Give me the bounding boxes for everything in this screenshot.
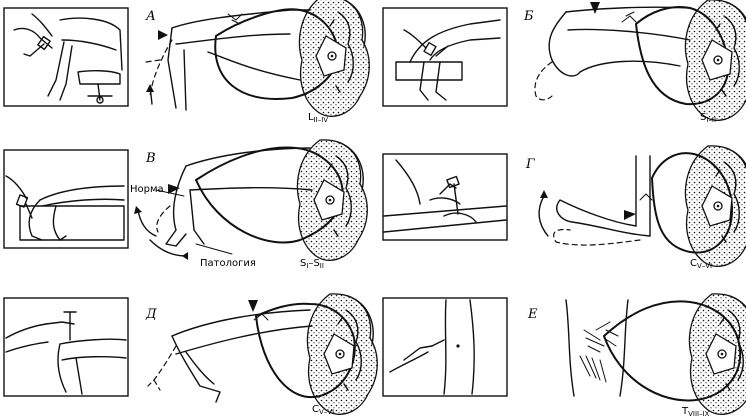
panel-g-spinal-cord bbox=[684, 145, 746, 268]
panel-a-scene bbox=[13, 13, 123, 104]
panel-a-photo-frame bbox=[3, 7, 129, 107]
panel-a-spinal-cord bbox=[298, 0, 370, 118]
panel-e-letter: Е bbox=[527, 307, 538, 322]
panel-b-letter: Б bbox=[523, 9, 534, 24]
panel-v-segment: SI–SII bbox=[300, 258, 324, 270]
panel-g-hammer-marker bbox=[624, 210, 636, 220]
panel-d-segment: CV–VI bbox=[312, 404, 334, 416]
panel-v-spinal-cord bbox=[296, 139, 368, 262]
panel-b-photo-frame bbox=[382, 7, 508, 107]
panel-b-segment: SI–II bbox=[700, 112, 716, 124]
panel-e-segment: TVIII–IX bbox=[681, 406, 710, 418]
panel-a-hammer-marker bbox=[158, 30, 168, 40]
panel-b-hammer-marker bbox=[590, 2, 600, 14]
panel-v-callout-norm: Норма bbox=[130, 184, 164, 195]
panel-v-scene bbox=[5, 175, 125, 241]
panel-e-spinal-cord bbox=[688, 293, 746, 416]
panel-b-spinal-cord bbox=[684, 0, 746, 122]
panel-a: А LII–IV bbox=[3, 0, 370, 124]
panel-d-scene bbox=[5, 311, 127, 395]
panel-v-callout-pathology: Патология bbox=[200, 258, 256, 269]
panel-v: В Норма Патология SI–SII bbox=[3, 139, 368, 270]
panel-g-scene bbox=[383, 159, 507, 233]
panel-v-letter: В bbox=[145, 151, 156, 166]
panel-g-letter: Г bbox=[525, 157, 535, 172]
panel-b: Б SI–II bbox=[382, 0, 746, 124]
panel-g-segment: CV–VI bbox=[690, 258, 712, 270]
panel-e-scene bbox=[389, 299, 475, 395]
panel-a-limb bbox=[145, 9, 311, 111]
panel-d: Д CV–VI bbox=[3, 293, 378, 416]
panel-g-limb bbox=[538, 155, 653, 246]
panel-v-hammer-marker bbox=[168, 184, 180, 194]
panel-e: Е TVIII–IX bbox=[382, 293, 746, 418]
panel-b-limb bbox=[534, 6, 691, 101]
panel-d-hammer-marker bbox=[248, 300, 258, 312]
panel-b-scene bbox=[395, 19, 501, 101]
panel-e-torso bbox=[565, 299, 629, 397]
panel-d-letter: Д bbox=[145, 307, 157, 322]
panel-d-spinal-cord bbox=[306, 293, 378, 416]
panel-a-letter: А bbox=[145, 9, 156, 24]
panel-d-limb bbox=[147, 309, 313, 403]
panel-g: Г CV–VI bbox=[382, 145, 746, 270]
panel-a-segment: LII–IV bbox=[308, 112, 328, 124]
